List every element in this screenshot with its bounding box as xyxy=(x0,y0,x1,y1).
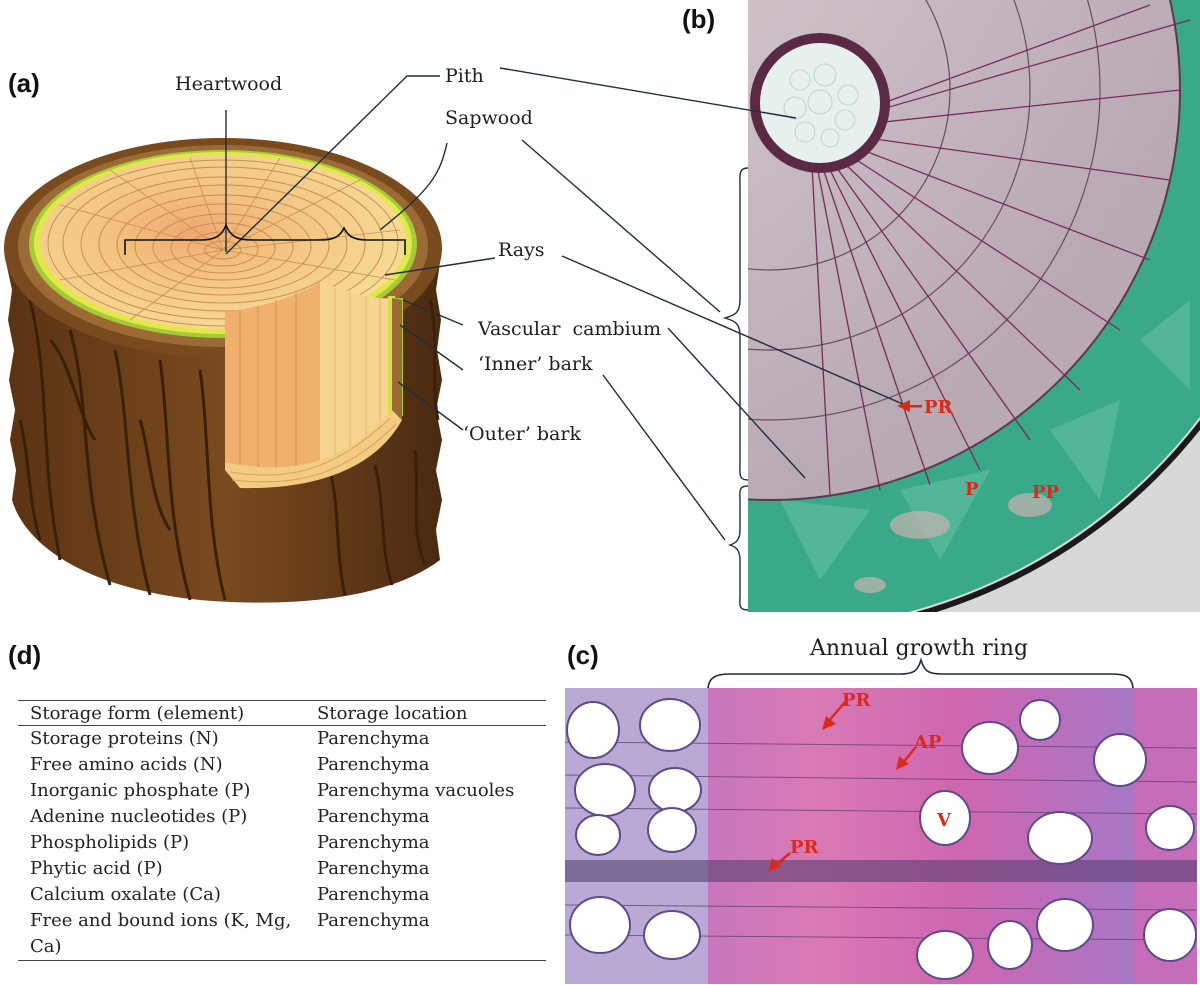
table-cell-location: Parenchyma xyxy=(317,832,430,853)
panel-label-d: (d) xyxy=(8,640,42,670)
panel-label-c: (c) xyxy=(567,640,599,670)
label-pr-c-top: PR xyxy=(842,690,872,711)
table-cell-form: Storage proteins (N) xyxy=(30,728,219,749)
table-cell-form: Free and bound ions (K, Mg, Ca) xyxy=(18,908,305,961)
micrograph-c xyxy=(565,688,1197,984)
brace-bark xyxy=(727,485,749,611)
table-row: Free and bound ions (K, Mg, Ca) Parenchy… xyxy=(18,908,546,961)
cutout-sapwood-face xyxy=(320,282,392,470)
table-row: Calcium oxalate (Ca) Parenchyma xyxy=(18,882,546,908)
label-pr-b: PR xyxy=(924,397,954,418)
cutout-sap-grain xyxy=(334,288,381,466)
table-cell-location: Parenchyma xyxy=(317,858,430,879)
table-cell-form: Free amino acids (N) xyxy=(30,754,223,775)
leader-lines-b xyxy=(499,67,906,611)
label-v-c: V xyxy=(936,810,952,831)
label-inner-bark: ‘Inner’ bark xyxy=(478,353,593,375)
table-cell-location: Parenchyma xyxy=(317,806,430,827)
table-header: Storage form (element) xyxy=(18,700,305,726)
stump-illustration xyxy=(4,138,442,603)
table-row: Inorganic phosphate (P) Parenchyma vacuo… xyxy=(18,778,546,804)
phloem-patches xyxy=(854,493,1052,593)
cutout-heart-grain xyxy=(239,292,297,471)
label-vascular-cambium: Vascular cambium xyxy=(477,318,661,340)
arrow-pr-b xyxy=(897,400,922,412)
table-cell-form: Adenine nucleotides (P) xyxy=(30,806,248,827)
bark-grain xyxy=(18,299,440,601)
storage-table: Storage form (element) Storage location … xyxy=(18,700,546,961)
label-rays: Rays xyxy=(498,239,545,261)
label-outer-bark: ‘Outer’ bark xyxy=(463,423,581,445)
cutout-inner-heartwood xyxy=(225,282,320,471)
panel-label-b: (b) xyxy=(682,4,716,34)
table-cell-location: Parenchyma xyxy=(317,728,430,749)
label-sapwood: Sapwood xyxy=(445,107,533,129)
label-annual-growth-ring: Annual growth ring xyxy=(809,636,1028,661)
table-header-row: Storage form (element) Storage location xyxy=(18,700,546,726)
table-cell-form: Calcium oxalate (Ca) xyxy=(30,884,221,905)
table-row: Storage proteins (N) Parenchyma xyxy=(18,726,546,753)
label-heartwood: Heartwood xyxy=(175,73,282,95)
table-row: Free amino acids (N) Parenchyma xyxy=(18,752,546,778)
table-row: Phytic acid (P) Parenchyma xyxy=(18,856,546,882)
table-row: Adenine nucleotides (P) Parenchyma xyxy=(18,804,546,830)
label-pr-c-bottom: PR xyxy=(790,837,820,858)
label-pp-b: PP xyxy=(1032,482,1060,503)
label-ap-c: AP xyxy=(913,732,942,753)
dark-ray-band xyxy=(565,860,1197,882)
table-cell-form: Phytic acid (P) xyxy=(30,858,163,879)
table-cell-location: Parenchyma xyxy=(305,908,546,961)
table-row: Phospholipids (P) Parenchyma xyxy=(18,830,546,856)
table-cell-form: Inorganic phosphate (P) xyxy=(30,780,251,801)
vessels-c xyxy=(566,698,1197,980)
pith xyxy=(760,43,880,163)
cutout-cambium-strip xyxy=(388,296,395,416)
table-cell-location: Parenchyma xyxy=(317,754,430,775)
cutout-bark-edge xyxy=(392,298,402,420)
table-cell-location: Parenchyma xyxy=(317,884,430,905)
arrows-c xyxy=(768,701,916,872)
heartwood-sapwood-brace xyxy=(124,222,406,255)
table-header: Storage location xyxy=(305,700,546,726)
panel-label-a: (a) xyxy=(8,68,40,98)
phloem-wedges xyxy=(780,300,1190,580)
annual-rings-top xyxy=(47,159,399,327)
label-pith: Pith xyxy=(445,65,484,87)
step-rings xyxy=(229,417,397,483)
table-cell-location: Parenchyma vacuoles xyxy=(317,780,515,801)
pith-cells xyxy=(783,63,859,148)
micrograph-b xyxy=(748,0,1200,612)
table-cell-form: Phospholipids (P) xyxy=(30,832,190,853)
brace-annual-ring xyxy=(707,657,1134,691)
leader-lines-a xyxy=(225,75,496,431)
cutout-lower-step xyxy=(225,410,402,489)
label-p-b: P xyxy=(965,479,979,500)
brace-xylem xyxy=(722,167,749,481)
